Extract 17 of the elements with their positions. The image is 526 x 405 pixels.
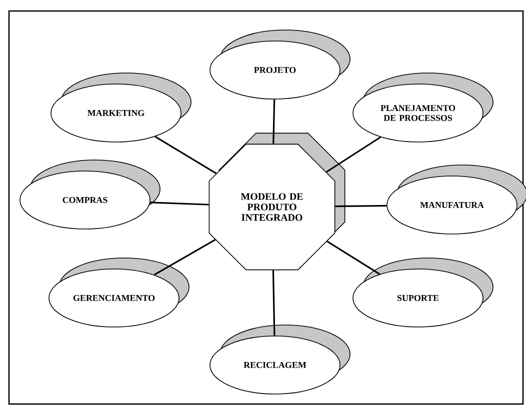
connector-line	[154, 239, 216, 276]
ellipse-node: PROJETO	[210, 30, 350, 100]
ellipse-node: GERENCIAMENTO	[48, 258, 190, 328]
ellipse-node: COMPRAS	[20, 160, 160, 230]
connector-line	[154, 136, 217, 174]
ellipse-node: SUPORTE	[352, 258, 494, 328]
connector-line	[272, 270, 276, 336]
connector-line	[150, 202, 209, 206]
connector-line	[272, 99, 276, 144]
ellipse-node: RECICLAGEM	[210, 324, 350, 394]
ellipse-node: MARKETING	[50, 72, 192, 142]
connector-line	[335, 204, 387, 208]
ellipse-node: MANUFATURA	[386, 164, 526, 234]
connector-line	[326, 240, 380, 275]
octagon-node: MODELO DE PRODUTO INTEGRADO	[208, 132, 346, 270]
connector-line	[326, 136, 381, 173]
ellipse-node: PLANEJAMENTO DE PROCESSOS	[352, 72, 494, 142]
